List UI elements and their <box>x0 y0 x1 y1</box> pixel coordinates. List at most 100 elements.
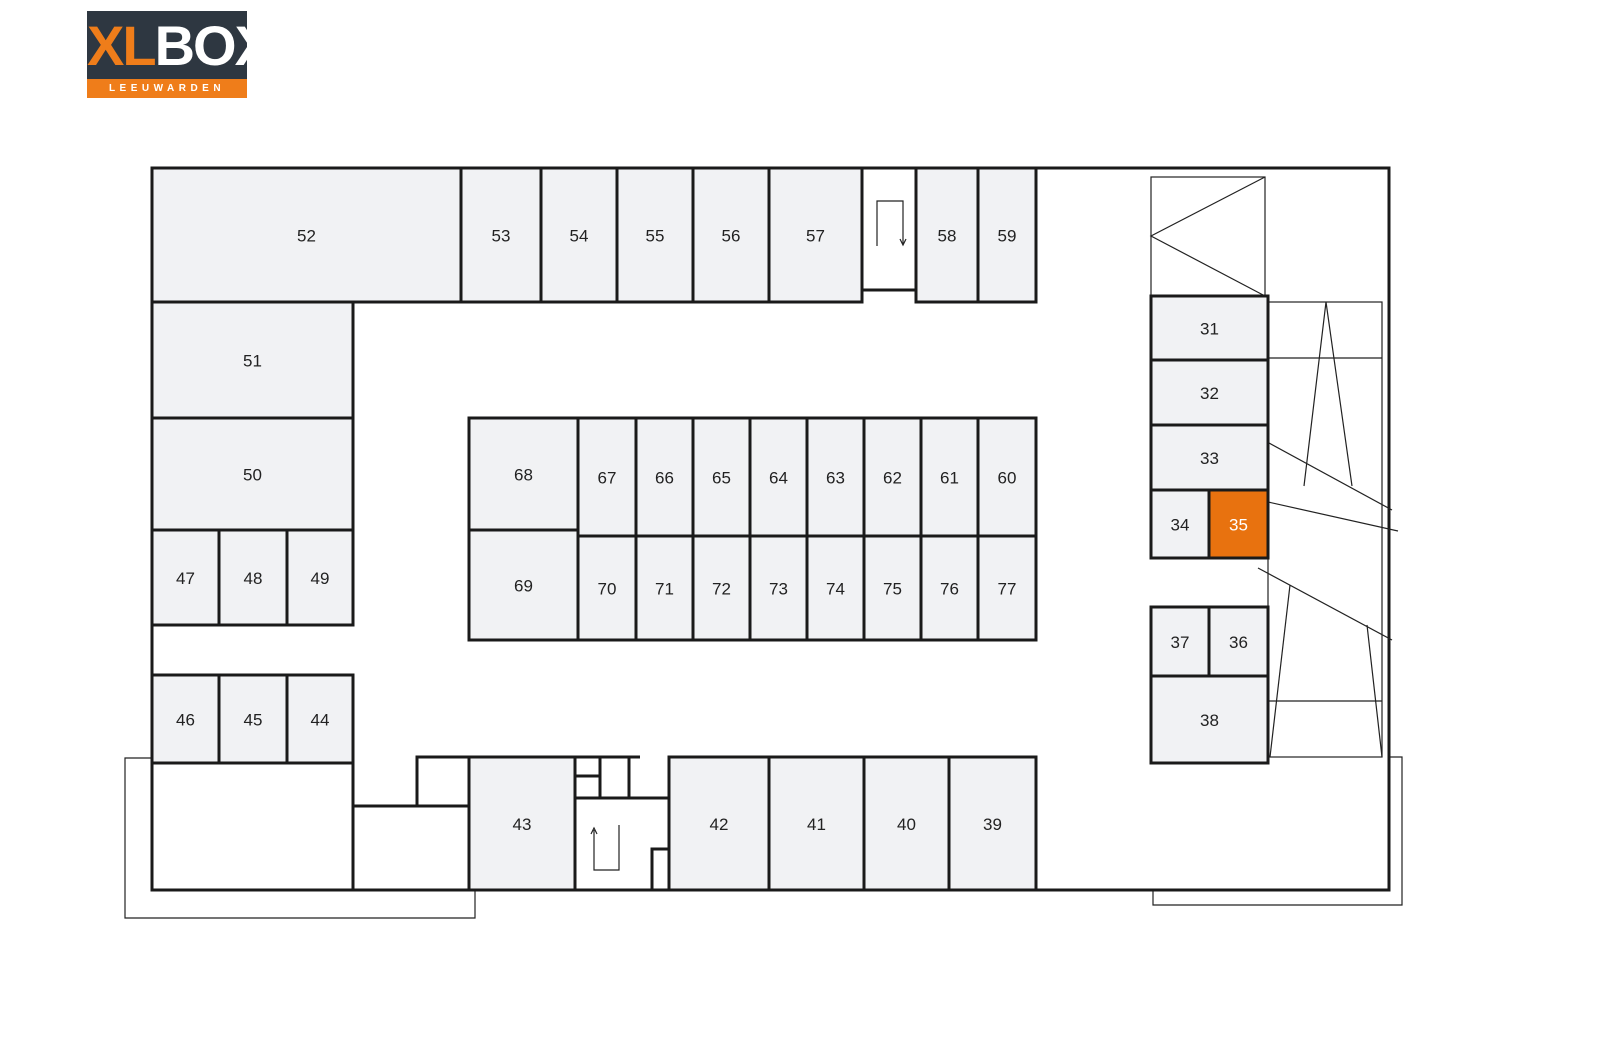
unit-36[interactable]: 36 <box>1207 605 1270 678</box>
unit-box[interactable] <box>576 534 638 642</box>
unit-70[interactable]: 70 <box>576 534 638 642</box>
unit-33[interactable]: 33 <box>1149 423 1270 492</box>
logo-wordmark: XLBOX <box>87 14 272 77</box>
unit-59[interactable]: 59 <box>976 166 1038 304</box>
unit-box[interactable] <box>691 534 752 642</box>
unit-68[interactable]: 68 <box>467 416 580 532</box>
logo-subtitle: LEEUWARDEN <box>87 79 247 98</box>
unit-box[interactable] <box>919 534 980 642</box>
unit-box[interactable] <box>467 528 580 642</box>
unit-box[interactable] <box>615 166 695 304</box>
unit-37[interactable]: 37 <box>1149 605 1211 678</box>
unit-box[interactable] <box>862 755 951 892</box>
unit-box[interactable] <box>634 416 695 538</box>
unit-box[interactable] <box>150 300 355 420</box>
unit-77[interactable]: 77 <box>976 534 1038 642</box>
unit-51[interactable]: 51 <box>150 300 355 420</box>
xlbox-logo: XLBOX LEEUWARDEN <box>87 11 272 98</box>
unit-box[interactable] <box>767 755 866 892</box>
unit-box[interactable] <box>976 166 1038 304</box>
unit-57[interactable]: 57 <box>767 166 864 304</box>
unit-73[interactable]: 73 <box>748 534 809 642</box>
unit-38[interactable]: 38 <box>1149 674 1270 765</box>
unit-63[interactable]: 63 <box>805 416 866 538</box>
service-rooms-bottom <box>150 755 671 892</box>
unit-box[interactable] <box>150 673 221 765</box>
unit-box[interactable] <box>1149 294 1270 362</box>
unit-49[interactable]: 49 <box>285 528 355 627</box>
unit-box[interactable] <box>748 534 809 642</box>
unit-69[interactable]: 69 <box>467 528 580 642</box>
unit-box[interactable] <box>467 416 580 532</box>
unit-box[interactable] <box>767 166 864 304</box>
unit-box[interactable] <box>976 534 1038 642</box>
unit-box[interactable] <box>285 673 355 765</box>
unit-52[interactable]: 52 <box>150 166 463 304</box>
unit-66[interactable]: 66 <box>634 416 695 538</box>
unit-48[interactable]: 48 <box>217 528 289 627</box>
unit-56[interactable]: 56 <box>691 166 771 304</box>
unit-box[interactable] <box>1207 605 1270 678</box>
unit-box[interactable] <box>539 166 619 304</box>
unit-53[interactable]: 53 <box>459 166 543 304</box>
unit-67[interactable]: 67 <box>576 416 638 538</box>
unit-64[interactable]: 64 <box>748 416 809 538</box>
stairwell-top <box>860 166 918 292</box>
unit-71[interactable]: 71 <box>634 534 695 642</box>
unit-box[interactable] <box>285 528 355 627</box>
unit-box[interactable] <box>1149 605 1211 678</box>
unit-box[interactable] <box>919 416 980 538</box>
unit-35[interactable]: 35 <box>1207 488 1270 560</box>
unit-43[interactable]: 43 <box>467 755 577 892</box>
unit-box[interactable] <box>150 528 221 627</box>
unit-box[interactable] <box>1149 423 1270 492</box>
unit-box[interactable] <box>691 166 771 304</box>
unit-box[interactable] <box>634 534 695 642</box>
unit-31[interactable]: 31 <box>1149 294 1270 362</box>
unit-55[interactable]: 55 <box>615 166 695 304</box>
unit-box[interactable] <box>862 416 923 538</box>
unit-61[interactable]: 61 <box>919 416 980 538</box>
unit-74[interactable]: 74 <box>805 534 866 642</box>
unit-58[interactable]: 58 <box>914 166 980 304</box>
unit-box[interactable] <box>862 534 923 642</box>
unit-box[interactable] <box>805 416 866 538</box>
unit-box[interactable] <box>976 416 1038 538</box>
unit-box[interactable] <box>150 416 355 532</box>
unit-72[interactable]: 72 <box>691 534 752 642</box>
unit-39[interactable]: 39 <box>947 755 1038 892</box>
unit-42[interactable]: 42 <box>667 755 771 892</box>
unit-box[interactable] <box>459 166 543 304</box>
unit-box[interactable] <box>691 416 752 538</box>
unit-45[interactable]: 45 <box>217 673 289 765</box>
unit-65[interactable]: 65 <box>691 416 752 538</box>
unit-32[interactable]: 32 <box>1149 358 1270 427</box>
unit-box[interactable] <box>576 416 638 538</box>
unit-46[interactable]: 46 <box>150 673 221 765</box>
unit-41[interactable]: 41 <box>767 755 866 892</box>
unit-box[interactable] <box>217 528 289 627</box>
unit-box[interactable] <box>667 755 771 892</box>
unit-box[interactable] <box>1207 488 1270 560</box>
unit-44[interactable]: 44 <box>285 673 355 765</box>
unit-box[interactable] <box>947 755 1038 892</box>
unit-box[interactable] <box>1149 674 1270 765</box>
unit-box[interactable] <box>467 755 577 892</box>
unit-62[interactable]: 62 <box>862 416 923 538</box>
unit-34[interactable]: 34 <box>1149 488 1211 560</box>
unit-box[interactable] <box>1149 488 1211 560</box>
unit-50[interactable]: 50 <box>150 416 355 532</box>
unit-box[interactable] <box>748 416 809 538</box>
unit-75[interactable]: 75 <box>862 534 923 642</box>
unit-47[interactable]: 47 <box>150 528 221 627</box>
unit-box[interactable] <box>805 534 866 642</box>
unit-box[interactable] <box>217 673 289 765</box>
unit-54[interactable]: 54 <box>539 166 619 304</box>
unit-76[interactable]: 76 <box>919 534 980 642</box>
unit-box[interactable] <box>914 166 980 304</box>
unit-40[interactable]: 40 <box>862 755 951 892</box>
unit-60[interactable]: 60 <box>976 416 1038 538</box>
unit-box[interactable] <box>1149 358 1270 427</box>
unit-box[interactable] <box>150 166 463 304</box>
